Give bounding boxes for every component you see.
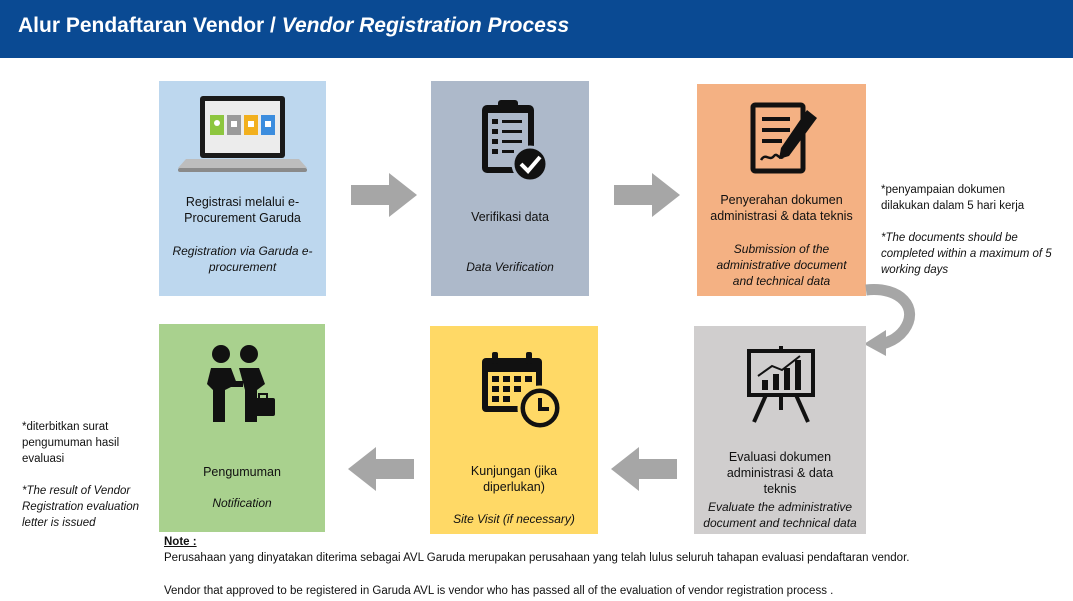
- note-line-english: Vendor that approved to be registered in…: [164, 585, 834, 597]
- step-verifikasi-label-en: Data Verification: [466, 260, 554, 274]
- side-note-left: *diterbitkan surat pengumuman hasil eval…: [22, 419, 154, 531]
- step-evaluasi-label: Evaluasi dokumen administrasi & data tek…: [726, 450, 834, 496]
- step-penyerahan: Penyerahan dokumen administrasi & data t…: [697, 84, 866, 296]
- arrow-left-icon: [348, 447, 414, 491]
- step-registrasi-label-en: Registration via Garuda e-procurement: [172, 244, 313, 274]
- document-sign-icon: [750, 102, 817, 174]
- step-verifikasi-label: Verifikasi data: [471, 210, 549, 224]
- side-note-left-en: *The result of Vendor Registration evalu…: [22, 485, 139, 529]
- step-kunjungan-label-en: Site Visit (if necessary): [453, 512, 575, 526]
- handshake-icon: [207, 345, 275, 422]
- arrow-right-icon: [351, 173, 417, 217]
- step-penyerahan-label: Penyerahan dokumen administrasi & data t…: [710, 193, 853, 223]
- step-pengumuman-label: Pengumuman: [203, 465, 281, 479]
- laptop-icon: [178, 96, 307, 172]
- side-note-left-id: *diterbitkan surat pengumuman hasil eval…: [22, 421, 120, 465]
- title-indonesian: Alur Pendaftaran Vendor /: [18, 14, 282, 37]
- page-title: Alur Pendaftaran Vendor / Vendor Registr…: [18, 14, 569, 38]
- note-line-indonesian: Perusahaan yang dinyatakan diterima seba…: [164, 552, 910, 564]
- title-english: Vendor Registration Process: [281, 14, 570, 37]
- header-bar: Alur Pendaftaran Vendor / Vendor Registr…: [0, 0, 1073, 58]
- side-note-right-id: *penyampaian dokumen dilakukan dalam 5 h…: [881, 184, 1025, 212]
- step-verifikasi: Verifikasi data Data Verification: [431, 81, 589, 296]
- calendar-clock-icon: [482, 352, 563, 431]
- arrow-right-icon: [614, 173, 680, 217]
- step-evaluasi-label-en: Evaluate the administrative document and…: [703, 500, 857, 530]
- arrow-left-icon: [611, 447, 677, 491]
- step-pengumuman-label-en: Notification: [212, 496, 272, 510]
- step-kunjungan: Kunjungan (jika diperlukan) Site Visit (…: [430, 326, 598, 534]
- presentation-chart-icon: [747, 346, 815, 423]
- curved-arrow-icon: [864, 284, 915, 356]
- side-note-right: *penyampaian dokumen dilakukan dalam 5 h…: [881, 182, 1053, 278]
- step-kunjungan-label: Kunjungan (jika diperlukan): [470, 464, 558, 494]
- step-registrasi-label: Registrasi melalui e-Procurement Garuda: [184, 195, 301, 225]
- note-title: Note :: [164, 536, 197, 548]
- step-pengumuman: Pengumuman Notification: [159, 324, 325, 532]
- side-note-right-en: *The documents should be completed withi…: [881, 232, 1052, 276]
- step-penyerahan-label-en: Submission of the administrative documen…: [716, 242, 847, 288]
- step-evaluasi: Evaluasi dokumen administrasi & data tek…: [694, 326, 866, 534]
- checklist-icon: [482, 100, 549, 183]
- step-registrasi: Registrasi melalui e-Procurement Garuda …: [159, 81, 326, 296]
